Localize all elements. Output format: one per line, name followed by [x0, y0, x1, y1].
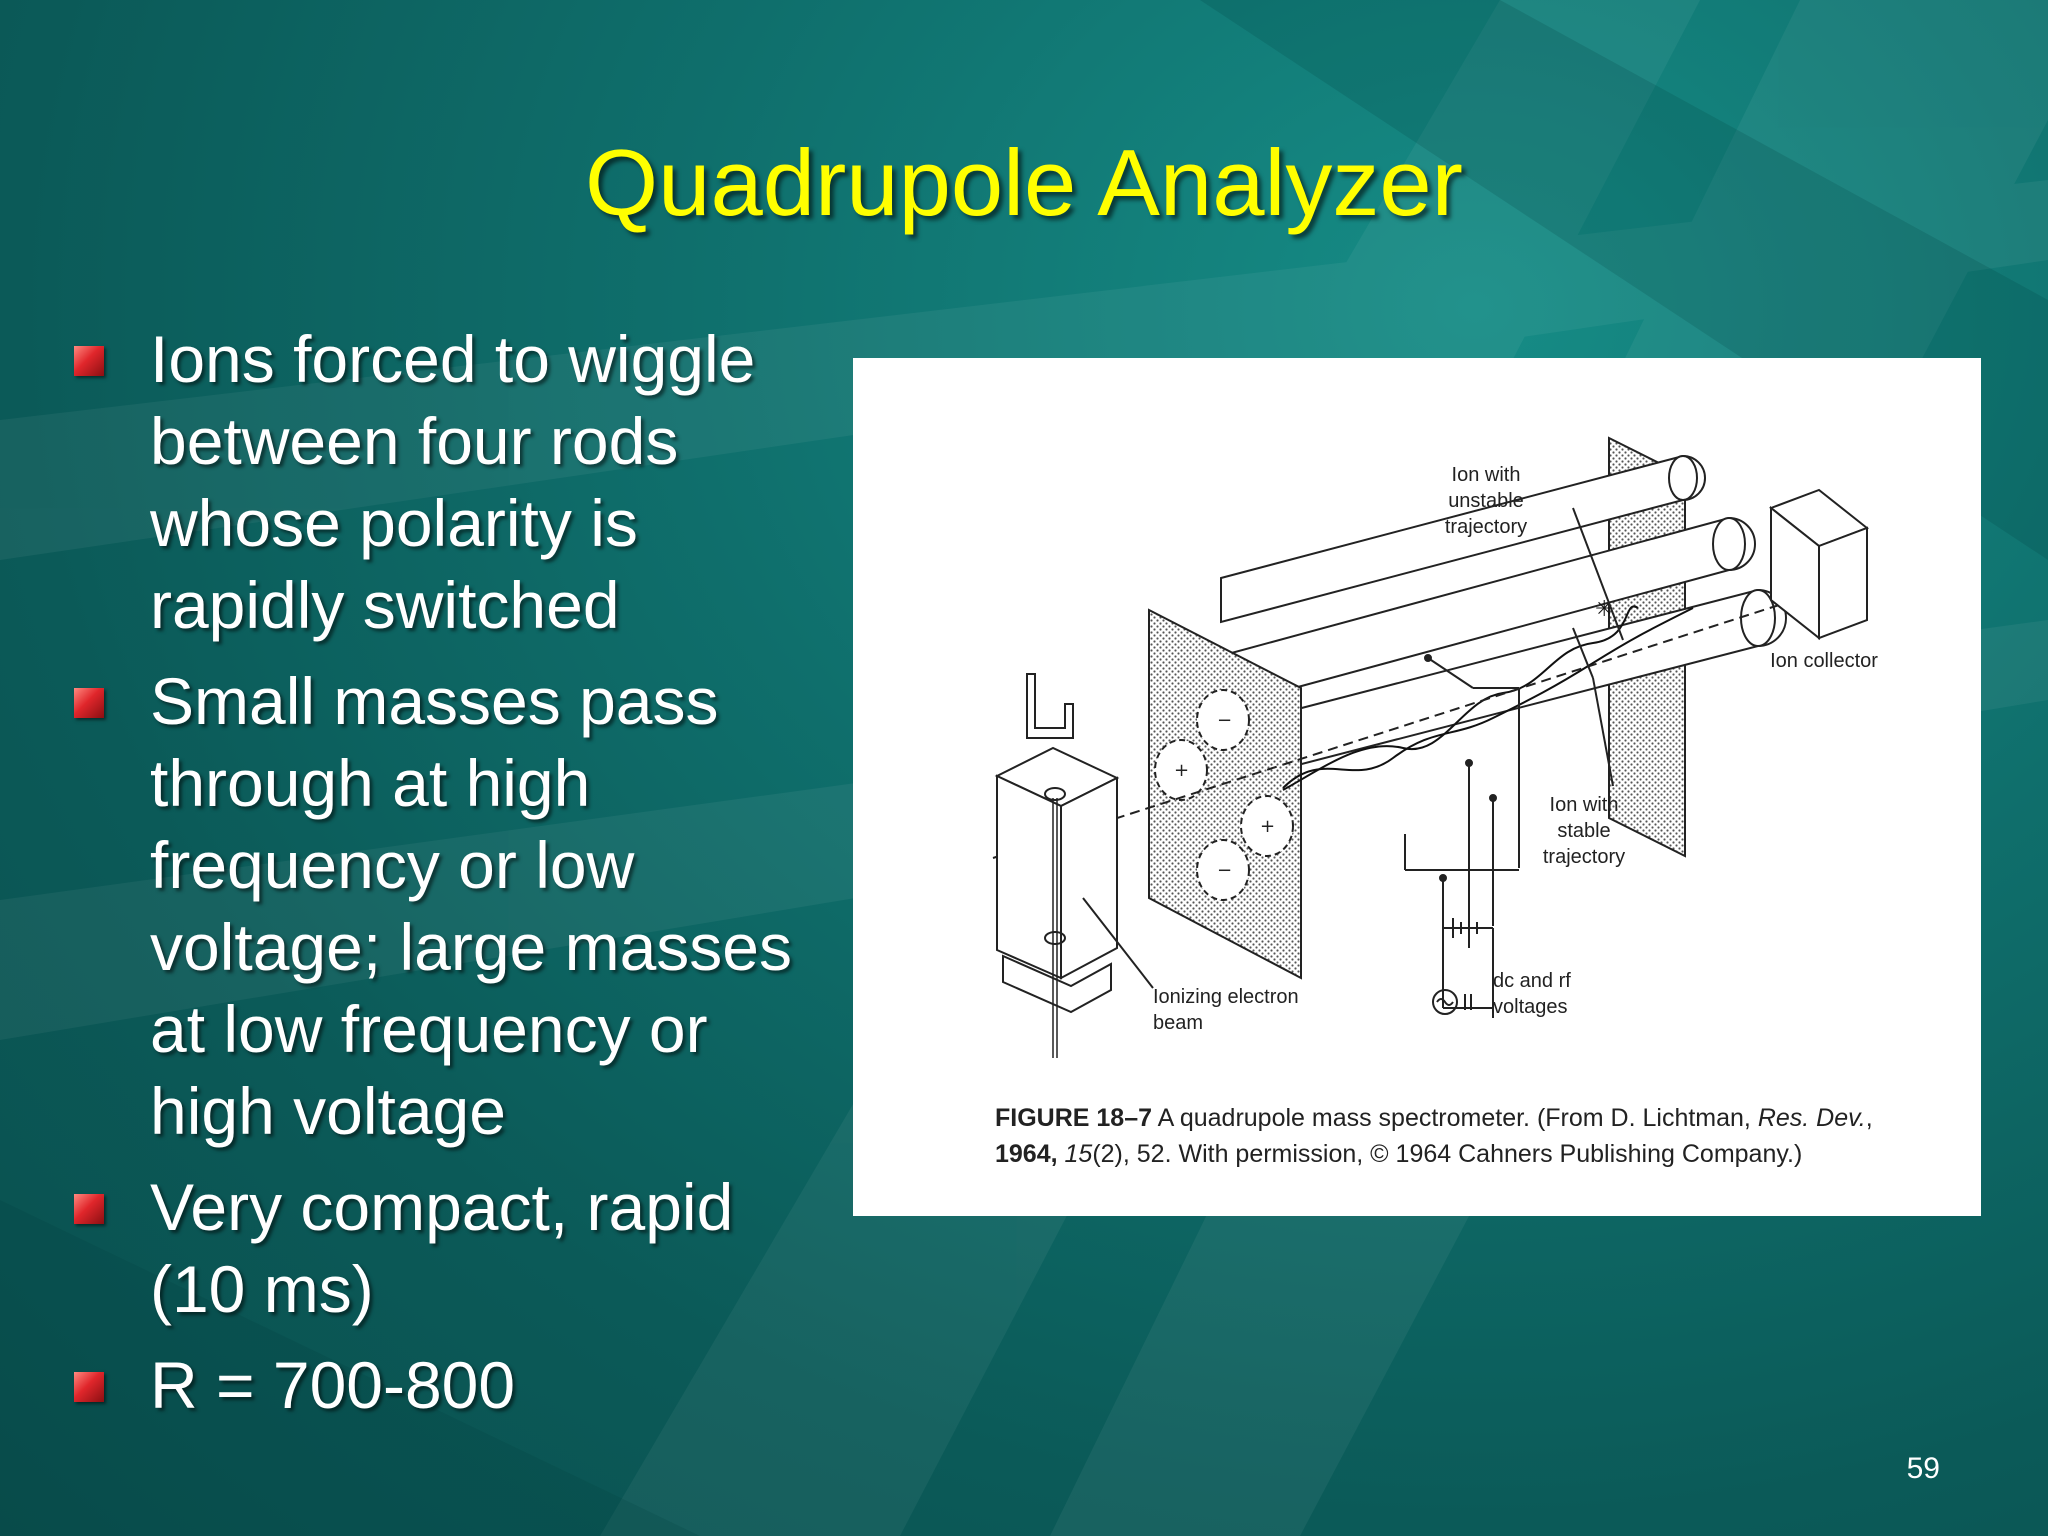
rod-ends [1154, 689, 1294, 901]
bullet-text: R = 700-800 [150, 1348, 516, 1422]
bullet-item: Very compact, rapid (10 ms) [72, 1166, 832, 1330]
caption-part-3 [1058, 1140, 1065, 1168]
label-dc-rf: dc and rf voltages [1493, 970, 1571, 1018]
entrance-plate [1148, 608, 1302, 980]
ion-source [994, 673, 1120, 1058]
slide-title: Quadrupole Analyzer [585, 130, 1463, 235]
ion-path-axis [992, 577, 1864, 859]
caption-volume: 15 [1064, 1140, 1093, 1168]
bullet-square-icon [74, 1194, 104, 1224]
stable-trajectory [1282, 607, 1694, 789]
label-ion-collector: Ion collector [1770, 650, 1878, 672]
caption-fig-number: FIGURE 18–7 [995, 1104, 1153, 1132]
svg-text:−: − [1217, 860, 1232, 881]
caption-part-2: , [1865, 1104, 1873, 1132]
bullet-item: Ions forced to wiggle between four rods … [72, 318, 832, 646]
figure-caption: FIGURE 18–7 A quadrupole mass spectromet… [995, 1100, 1895, 1172]
ion-collector [1768, 488, 1870, 641]
caption-part-4: (2), 52. With permission, © 1964 Cahners… [1092, 1140, 1803, 1168]
bullet-square-icon [74, 346, 104, 376]
caption-part-1: A quadrupole mass spectrometer. (From D.… [1152, 1104, 1758, 1132]
svg-text:+: + [1174, 760, 1189, 781]
slide-number: 59 [1906, 1452, 1940, 1485]
bullet-item: Small masses pass through at high freque… [72, 660, 832, 1152]
quadrupole-diagram: − + + − ✳ [992, 436, 1870, 1058]
bullet-square-icon [74, 688, 104, 718]
svg-text:+: + [1260, 816, 1275, 837]
electrical-connections [1082, 507, 1624, 1018]
label-ionizing-beam: Ionizing electron beam [1153, 986, 1299, 1034]
svg-text:−: − [1217, 710, 1232, 731]
caption-year: 1964, [995, 1140, 1058, 1168]
label-ion-unstable: Ion with unstable trajectory [1444, 464, 1528, 538]
bullet-item: R = 700-800 [72, 1344, 832, 1426]
label-ion-stable: Ion with stable trajectory [1542, 794, 1626, 868]
bullet-list: Ions forced to wiggle between four rods … [72, 318, 832, 1440]
quadrupole-figure: − + + − ✳ [853, 358, 1981, 1216]
polarity-signs: − + + − [1174, 710, 1275, 881]
bullet-text: Very compact, rapid (10 ms) [150, 1170, 734, 1326]
bullet-text: Small masses pass through at high freque… [150, 664, 792, 1148]
caption-journal: Res. Dev. [1757, 1104, 1866, 1132]
bullet-square-icon [74, 1372, 104, 1402]
unstable-trajectory [1282, 605, 1639, 791]
bullet-text: Ions forced to wiggle between four rods … [150, 322, 756, 642]
